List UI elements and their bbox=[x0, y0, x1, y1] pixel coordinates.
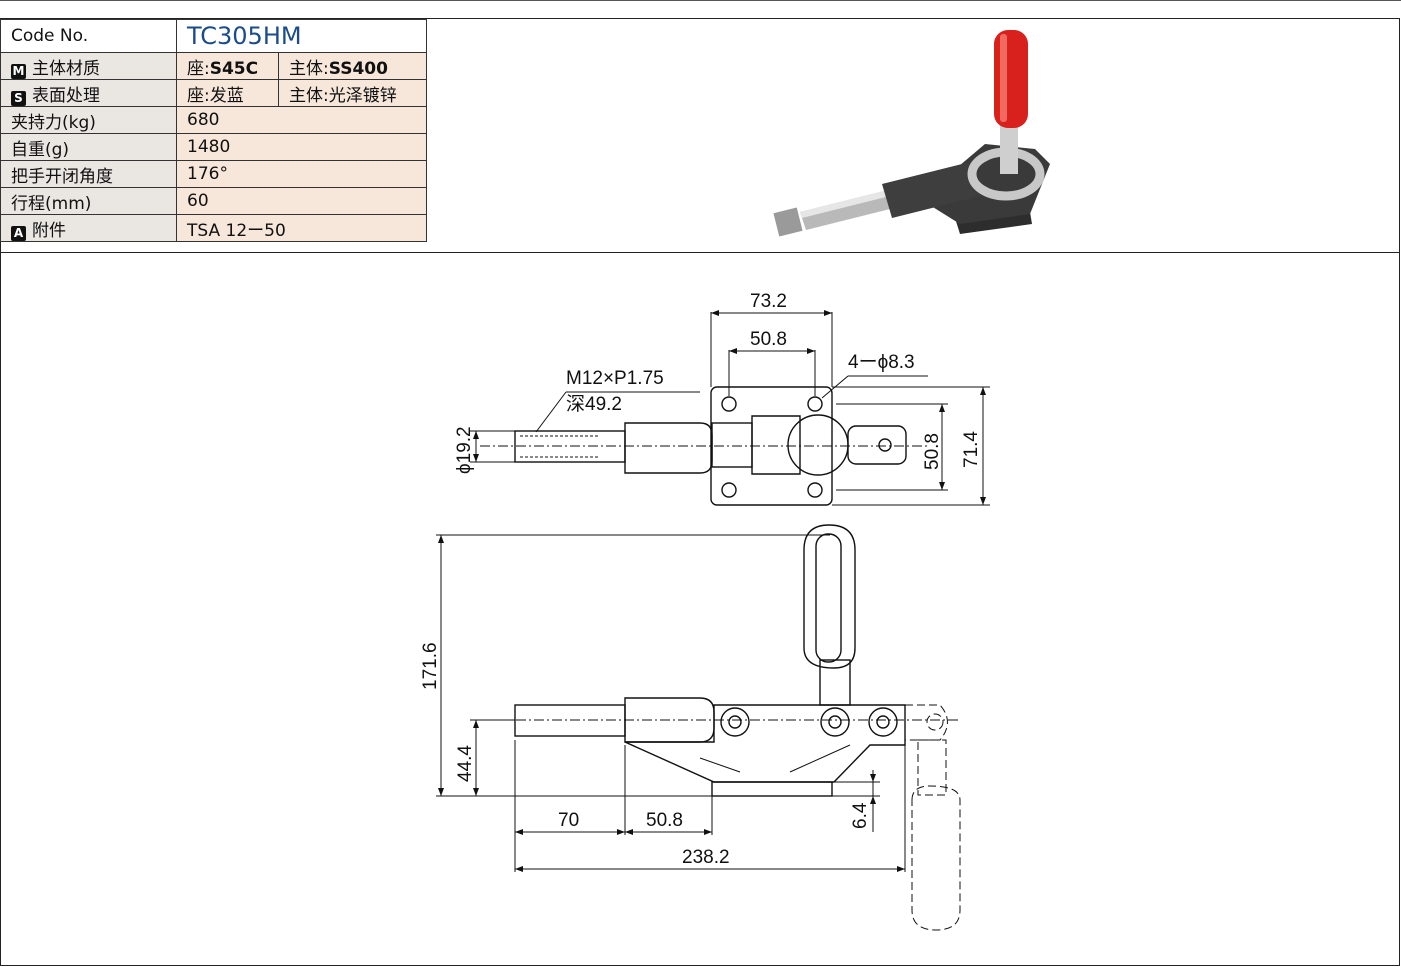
red-handle bbox=[994, 30, 1028, 128]
mount-hole bbox=[807, 482, 823, 498]
dim-rod-dia: ϕ19.2 bbox=[454, 426, 475, 474]
stroke-value: 60 bbox=[176, 187, 427, 215]
phantom-handle bbox=[905, 704, 948, 796]
spec-row-angle: 把手开闭角度 176° bbox=[0, 160, 427, 188]
bolt-head bbox=[773, 207, 803, 237]
top-link bbox=[711, 422, 753, 468]
weight-label: 自重(g) bbox=[0, 133, 177, 161]
top-handle-end bbox=[847, 425, 907, 465]
product-photo bbox=[773, 30, 1050, 237]
spec-label: M 主体材质 bbox=[0, 52, 177, 80]
dim-70: 70 bbox=[558, 810, 579, 831]
side-base bbox=[711, 781, 833, 797]
dim-thread: M12×P1.75 bbox=[566, 368, 664, 389]
phantom-grip bbox=[911, 785, 961, 931]
dim-50-8-top: 50.8 bbox=[750, 329, 787, 350]
accessory-tag-icon: A bbox=[11, 225, 26, 241]
surface-body: 主体:光泽镀锌 bbox=[278, 79, 427, 107]
side-pivot bbox=[820, 707, 850, 737]
top-body bbox=[751, 415, 801, 475]
side-pivot bbox=[868, 707, 898, 737]
section-divider bbox=[0, 252, 1400, 253]
force-label: 夹持力(kg) bbox=[0, 106, 177, 134]
surface-tag-icon: S bbox=[11, 90, 26, 106]
technical-drawing: 73.2 50.8 4ーϕ8.3 M12×P1.75 深49.2 ϕ19.2 5… bbox=[420, 291, 990, 931]
angle-value: 176° bbox=[176, 160, 427, 188]
dim-thread-depth: 深49.2 bbox=[566, 393, 622, 415]
side-pivot bbox=[720, 707, 750, 737]
surface-label: 表面处理 bbox=[32, 85, 100, 106]
mount-hole bbox=[721, 396, 737, 412]
dim-238-2: 238.2 bbox=[682, 847, 730, 868]
dim-6-4: 6.4 bbox=[850, 802, 871, 829]
dim-50-8-vert: 50.8 bbox=[922, 433, 943, 470]
lever-arm bbox=[1000, 114, 1018, 174]
dim-171-6: 171.6 bbox=[420, 642, 441, 690]
dim-holes: 4ーϕ8.3 bbox=[848, 352, 915, 373]
material-tag-icon: M bbox=[11, 63, 26, 79]
material-body-value: SS400 bbox=[328, 58, 388, 79]
accessory-label: 附件 bbox=[32, 220, 66, 241]
dim-73-2: 73.2 bbox=[750, 291, 787, 312]
spec-label: A 附件 bbox=[0, 214, 177, 242]
spec-row-weight: 自重(g) 1480 bbox=[0, 133, 427, 161]
accessory-value: TSA 12ー50 bbox=[176, 214, 427, 242]
top-border-line bbox=[0, 0, 1401, 1]
material-seat-value: S45C bbox=[209, 58, 259, 79]
spec-row-accessory: A 附件 TSA 12ー50 bbox=[0, 214, 427, 242]
datasheet-frame bbox=[0, 18, 1400, 966]
weight-value: 1480 bbox=[176, 133, 427, 161]
stroke-label: 行程(mm) bbox=[0, 187, 177, 215]
dim-50-8-side: 50.8 bbox=[646, 810, 683, 831]
spec-row-stroke: 行程(mm) 60 bbox=[0, 187, 427, 215]
spec-row-code: Code No. TC305HM bbox=[0, 19, 427, 53]
mount-hole bbox=[807, 396, 823, 412]
code-label: Code No. bbox=[0, 19, 177, 53]
material-body-prefix: 主体: bbox=[289, 58, 329, 79]
code-value: TC305HM bbox=[176, 19, 427, 53]
dim-44-4: 44.4 bbox=[455, 745, 476, 782]
angle-label: 把手开闭角度 bbox=[0, 160, 177, 188]
side-body bbox=[624, 704, 906, 783]
top-pivot-dome bbox=[787, 414, 849, 476]
spec-table: Code No. TC305HM M 主体材质 座:S45C 主体:SS400 S… bbox=[0, 19, 427, 242]
spec-row-material: M 主体材质 座:S45C 主体:SS400 bbox=[0, 52, 427, 80]
grip-sleeve bbox=[882, 162, 980, 218]
spec-row-force: 夹持力(kg) 680 bbox=[0, 106, 427, 134]
material-label: 主体材质 bbox=[32, 58, 100, 79]
dim-71-4: 71.4 bbox=[961, 431, 982, 468]
spec-row-surface: S 表面处理 座:发蓝 主体:光泽镀锌 bbox=[0, 79, 427, 107]
material-seat: 座:S45C bbox=[176, 52, 279, 80]
material-seat-prefix: 座: bbox=[187, 58, 210, 79]
side-handle bbox=[803, 524, 856, 669]
spec-label: S 表面处理 bbox=[0, 79, 177, 107]
mount-hole bbox=[721, 482, 737, 498]
force-value: 680 bbox=[176, 106, 427, 134]
surface-seat: 座:发蓝 bbox=[176, 79, 279, 107]
material-body: 主体:SS400 bbox=[278, 52, 427, 80]
top-grip bbox=[624, 422, 713, 474]
